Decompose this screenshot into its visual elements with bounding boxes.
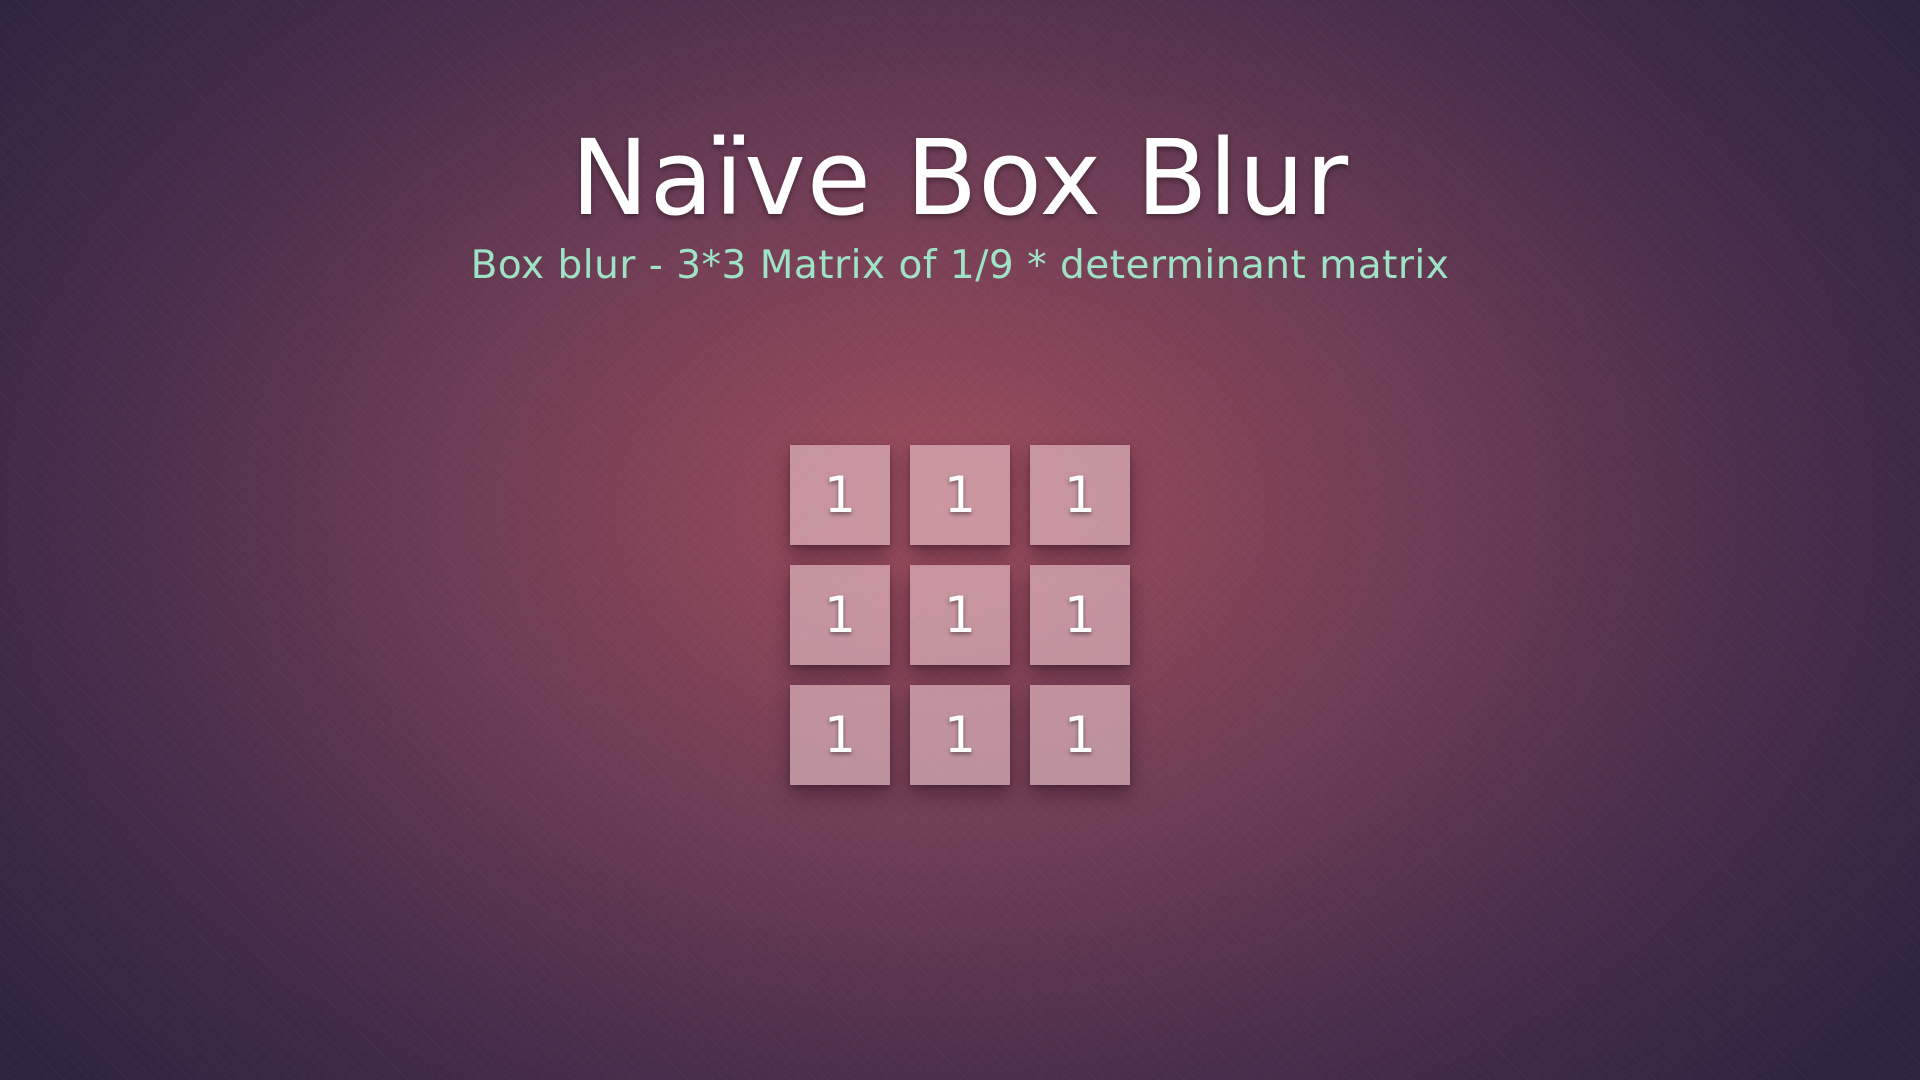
matrix-cell-r1-c1: 1 <box>790 445 890 545</box>
matrix-cell-r1-c3: 1 <box>1030 445 1130 545</box>
matrix-cell-r3-c1: 1 <box>790 685 890 785</box>
matrix-cell-r2-c1: 1 <box>790 565 890 665</box>
matrix-cell-r3-c3: 1 <box>1030 685 1130 785</box>
matrix-cell-r3-c2: 1 <box>910 685 1010 785</box>
slide-title: Naïve Box Blur <box>570 117 1350 239</box>
kernel-matrix: 1 1 1 1 1 1 1 1 1 <box>790 445 1130 785</box>
slide-subtitle: Box blur - 3*3 Matrix of 1/9 * determina… <box>470 243 1450 288</box>
matrix-cell-r2-c3: 1 <box>1030 565 1130 665</box>
matrix-cell-r2-c2: 1 <box>910 565 1010 665</box>
matrix-cell-r1-c2: 1 <box>910 445 1010 545</box>
